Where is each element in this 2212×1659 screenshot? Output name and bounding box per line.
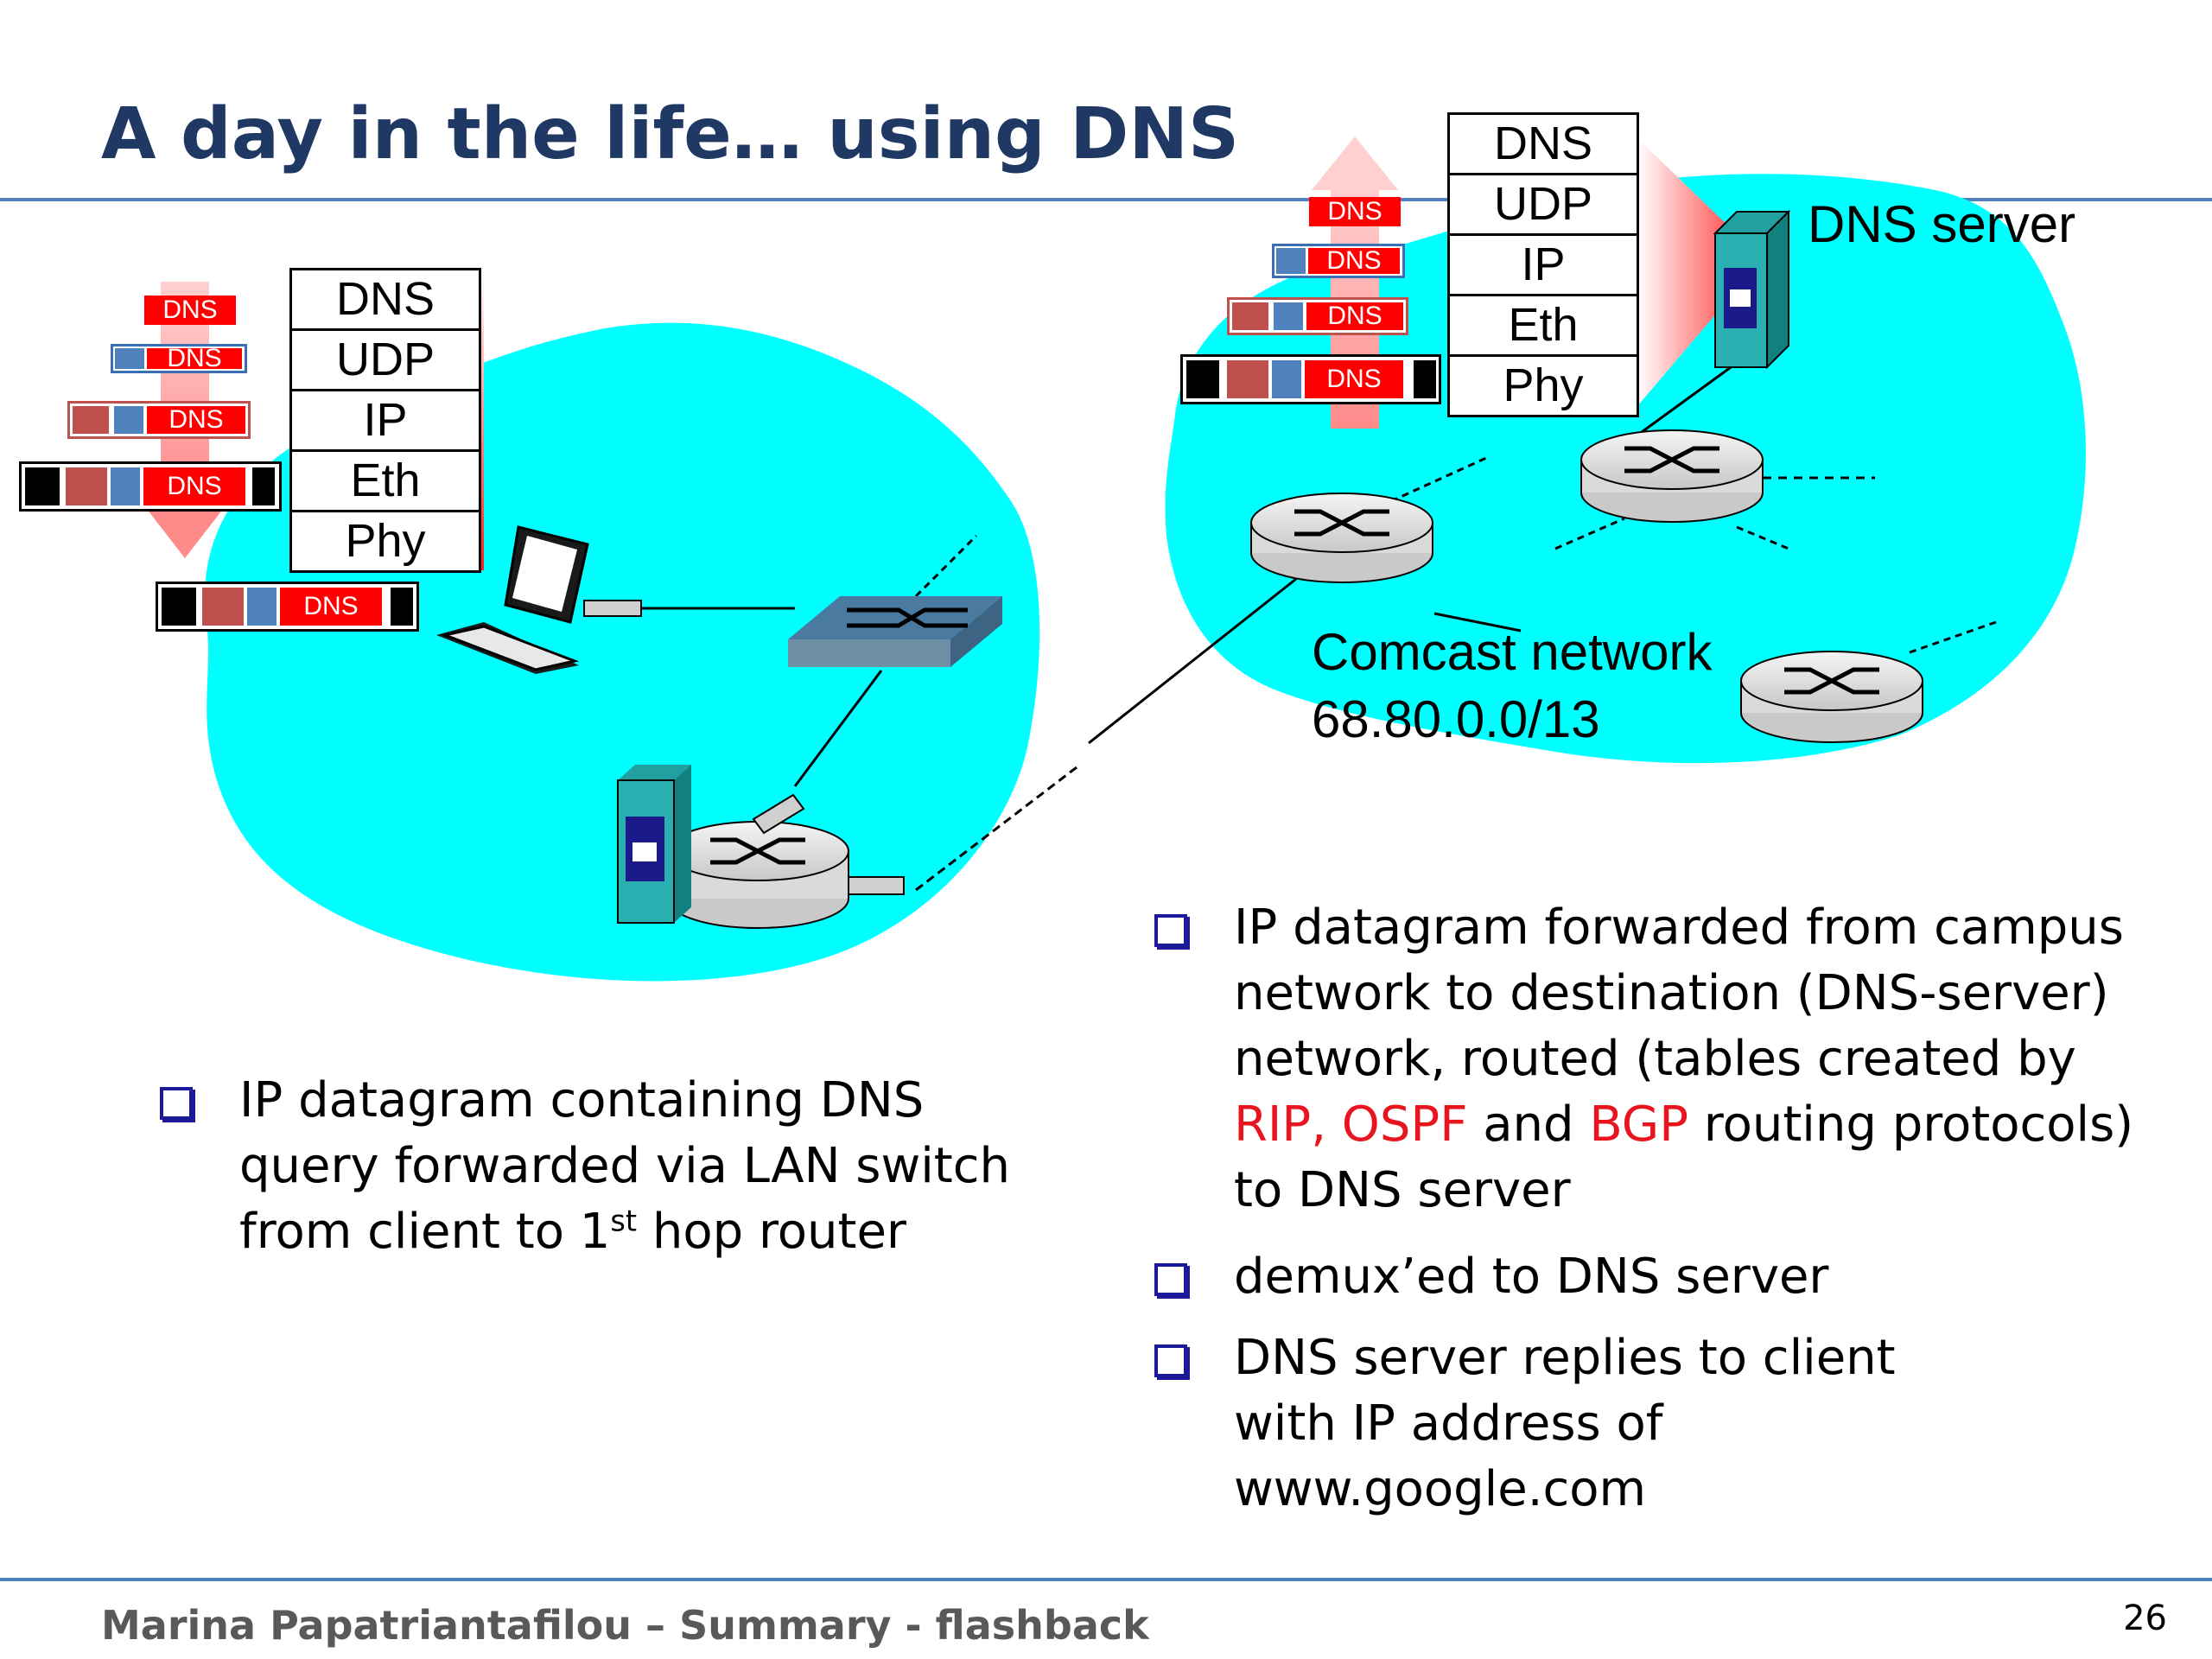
right-stack-udp: UDP	[1447, 175, 1639, 236]
comcast-network-label: Comcast network	[1312, 623, 1713, 681]
packet-label: DNS	[147, 346, 242, 372]
left-protocol-stack: DNS UDP IP Eth Phy	[289, 268, 481, 573]
right-bullet-2: demux’ed to DNS server	[1154, 1244, 2174, 1310]
footer-rule	[0, 1578, 2212, 1581]
left-bullet-1: IP datagram containing DNS query forward…	[160, 1068, 1067, 1265]
right-stack-eth: Eth	[1447, 296, 1639, 357]
bullet-box-icon	[1154, 1344, 1187, 1377]
packet-label: DNS	[1308, 248, 1400, 274]
right-protocol-stack: DNS UDP IP Eth Phy	[1447, 112, 1639, 417]
right-stack-dns: DNS	[1447, 112, 1639, 175]
bullet-box-icon	[160, 1087, 193, 1120]
right-bullet-1: IP datagram forwarded from campus networ…	[1154, 895, 2174, 1224]
packet-label: DNS	[1305, 360, 1403, 398]
title-rule	[0, 198, 2212, 201]
packet-label: DNS	[1306, 302, 1403, 330]
packet-label: DNS	[1309, 197, 1401, 226]
left-stack-eth: Eth	[289, 452, 481, 512]
right-stack-ip: IP	[1447, 236, 1639, 296]
right-bullet-list: IP datagram forwarded from campus networ…	[1154, 895, 2174, 1522]
bullet-box-icon	[1154, 914, 1187, 947]
comcast-router-3-icon	[1740, 651, 1923, 743]
left-stack-dns: DNS	[289, 268, 481, 331]
packet-label: DNS	[280, 588, 382, 626]
footer-text: Marina Papatriantafilou – Summary - flas…	[101, 1602, 1149, 1649]
lan-switch-icon	[788, 596, 1002, 667]
comcast-router-1-icon	[1250, 493, 1433, 583]
dns-server-label: DNS server	[1808, 195, 2076, 253]
slide-title: A day in the life… using DNS	[101, 93, 1240, 175]
packet-label: DNS	[144, 296, 236, 325]
left-stack-ip: IP	[289, 391, 481, 452]
right-stack-phy: Phy	[1447, 357, 1639, 417]
left-stack-phy: Phy	[289, 512, 481, 573]
comcast-prefix-label: 68.80.0.0/13	[1312, 690, 1600, 748]
first-hop-router-icon	[666, 793, 905, 929]
campus-dns-server-icon	[617, 765, 691, 924]
packet-label: DNS	[147, 406, 245, 434]
left-stack-udp: UDP	[289, 331, 481, 391]
remote-dns-server-icon	[1713, 209, 1791, 370]
client-laptop-icon	[436, 525, 642, 674]
page-number: 26	[2123, 1599, 2167, 1638]
right-stack-wedge	[1637, 138, 1763, 406]
right-bullet-3: DNS server replies to client with IP add…	[1154, 1325, 1925, 1522]
packet-label: DNS	[143, 467, 245, 505]
comcast-router-2-icon	[1580, 429, 1764, 523]
left-bullet-list: IP datagram containing DNS query forward…	[160, 1068, 1067, 1265]
bullet-box-icon	[1154, 1263, 1187, 1296]
